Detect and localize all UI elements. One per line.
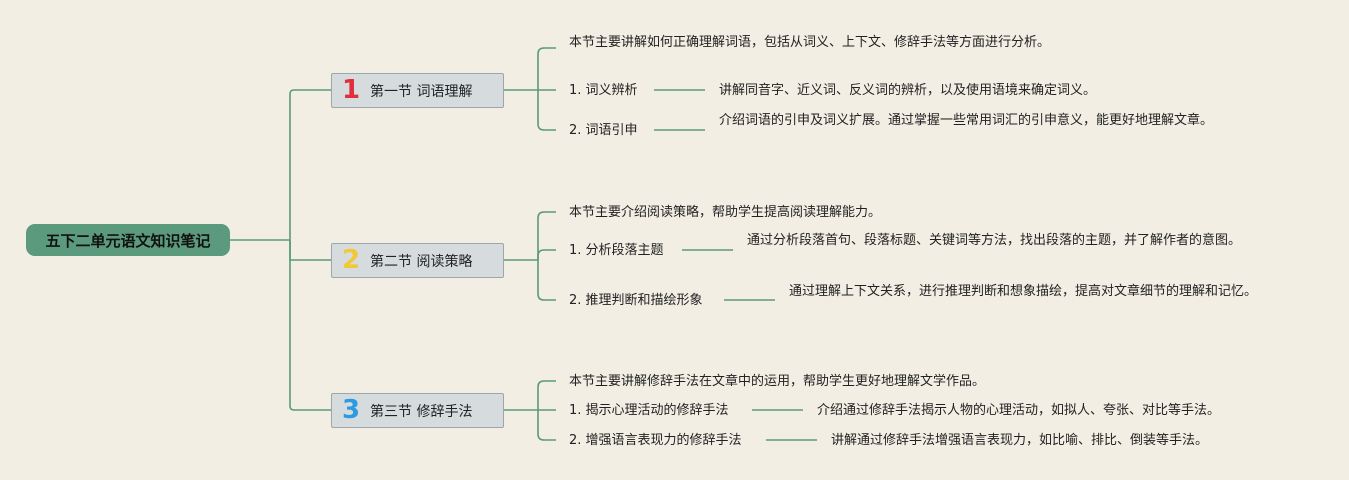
- root-label: 五下二单元语文知识笔记: [45, 231, 211, 250]
- section-2-item-1-detail: 通过分析段落首句、段落标题、关键词等方法，找出段落的主题，并了解作者的意图。: [747, 233, 1242, 248]
- section-3-summary: 本节主要讲解修辞手法在文章中的运用，帮助学生更好地理解文学作品。: [569, 374, 986, 389]
- section-title-3: 第三节 修辞手法: [370, 403, 473, 420]
- root-node[interactable]: 五下二单元语文知识笔记: [26, 224, 230, 256]
- section-node-2[interactable]: 2 第二节 阅读策略: [331, 243, 504, 278]
- section-2-item-1-label: 1. 分析段落主题: [569, 243, 664, 258]
- section-3-item-2-detail: 讲解通过修辞手法增强语言表现力，如比喻、排比、倒装等手法。: [831, 433, 1209, 448]
- section-1-item-1-detail: 讲解同音字、近义词、反义词的辨析，以及使用语境来确定词义。: [719, 83, 1097, 98]
- link-s1-summary: [537, 47, 556, 90]
- section-number-3: 3: [341, 395, 361, 425]
- section-3-item-1-detail: 介绍通过修辞手法揭示人物的心理活动，如拟人、夸张、对比等手法。: [817, 403, 1221, 418]
- section-node-1[interactable]: 1 第一节 词语理解: [331, 73, 504, 108]
- section-title-2: 第二节 阅读策略: [370, 253, 473, 270]
- link-s1-item2: [537, 90, 556, 131]
- section-1-item-2-detail: 介绍词语的引申及词义扩展。通过掌握一些常用词汇的引申意义，能更好地理解文章。: [719, 113, 1214, 128]
- section-number-1: 1: [341, 75, 361, 105]
- section-node-3[interactable]: 3 第三节 修辞手法: [331, 393, 504, 428]
- link-s2-item2: [537, 260, 556, 301]
- link-s3-item2: [537, 410, 556, 441]
- section-2-item-2-detail: 通过理解上下文关系，进行推理判断和想象描绘，提高对文章细节的理解和记忆。: [789, 284, 1258, 299]
- link-s2-summary: [537, 211, 556, 260]
- link-root-section-2: [289, 240, 331, 261]
- section-1-item-2-label: 2. 词语引申: [569, 123, 638, 138]
- section-3-item-2-label: 2. 增强语言表现力的修辞手法: [569, 433, 742, 448]
- section-1-item-1-label: 1. 词义辨析: [569, 83, 638, 98]
- section-3-item-1-label: 1. 揭示心理活动的修辞手法: [569, 403, 729, 418]
- section-title-1: 第一节 词语理解: [370, 83, 473, 100]
- link-s2-item1: [537, 249, 556, 260]
- section-2-summary: 本节主要介绍阅读策略，帮助学生提高阅读理解能力。: [569, 205, 882, 220]
- link-root-section-3: [289, 240, 331, 411]
- link-s3-summary: [537, 380, 556, 410]
- section-1-summary: 本节主要讲解如何正确理解词语，包括从词义、上下文、修辞手法等方面进行分析。: [569, 35, 1051, 50]
- link-root-section-1: [289, 89, 331, 240]
- section-2-item-2-label: 2. 推理判断和描绘形象: [569, 293, 703, 308]
- section-number-2: 2: [341, 245, 361, 275]
